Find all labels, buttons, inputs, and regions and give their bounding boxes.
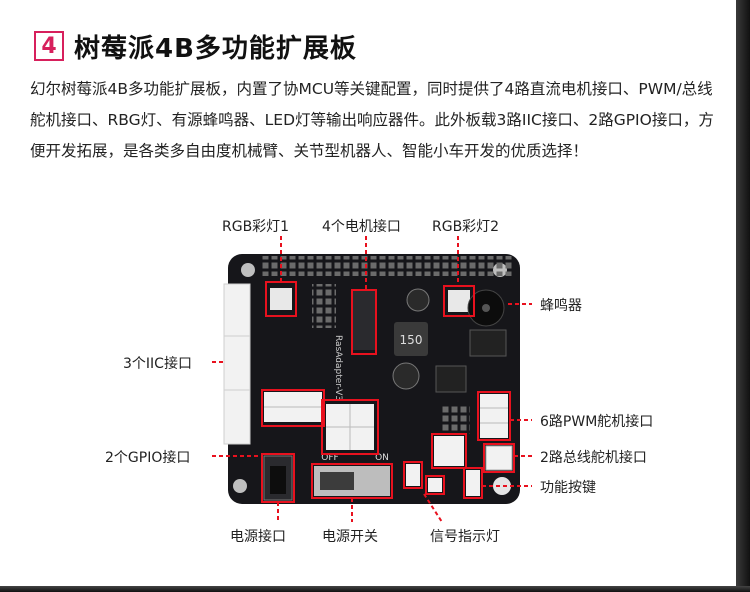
callout-iic-ports: 3个IIC接口 [123,356,192,372]
callout-rgb-led-1: RGB彩灯1 [222,219,290,235]
highlight-indicator-1 [403,461,423,489]
callout-bus-servo: 2路总线舵机接口 [540,450,647,466]
rgb-led-1 [270,288,292,310]
gpio-pin-header [262,256,512,276]
highlight-indicator-2 [425,475,445,495]
motor-connector-area [352,290,376,350]
highlight-gpio [261,389,325,427]
switch-off-label: OFF [321,453,338,463]
inductor [394,322,428,356]
mount-hole [241,263,255,277]
callout-power-port: 电源接口 [230,529,286,545]
section-title: 树莓派4B多功能扩展板 [74,33,357,64]
indicator-led [406,464,420,486]
section-header: 4 树莓派4B多功能扩展板 [34,26,357,66]
highlight-motor-top [351,289,377,355]
rgb-led-2 [448,290,470,312]
callout-rgb-led-2: RGB彩灯2 [432,219,500,235]
highlight-motor-ports [321,399,379,455]
switch-on-label: ON [375,453,389,463]
callout-function-key: 功能按键 [540,480,596,496]
iic-connectors [223,283,251,445]
callout-indicator-led: 信号指示灯 [430,529,500,545]
mount-hole [493,477,511,495]
highlight-key [463,467,483,499]
mount-hole [233,479,247,493]
small-pin-header [312,284,336,328]
bottom-edge-frame [0,586,750,592]
callout-buzzer: 蜂鸣器 [540,298,582,314]
board-model-label: RasAdapter-V3 [333,335,343,401]
highlight-bus-right [483,443,515,473]
inductor-label: 150 [400,333,423,347]
highlight-pwm [477,391,511,441]
callout-pwm-servo: 6路PWM舵机接口 [540,414,654,430]
pwm-servo-header [480,394,508,438]
section-number-badge: 4 [34,31,64,61]
product-description: 幻尔树莓派4B多功能扩展板，内置了协MCU等关键配置，同时提供了4路直流电机接口… [30,80,714,160]
callout-gpio-ports: 2个GPIO接口 [105,450,191,466]
callout-power-switch: 电源开关 [322,529,378,545]
right-edge-frame [736,0,750,592]
callout-motor-ports: 4个电机接口 [322,219,401,235]
highlight-bus-left [431,433,467,469]
bus-servo-connector [434,436,464,466]
function-key [466,470,480,496]
